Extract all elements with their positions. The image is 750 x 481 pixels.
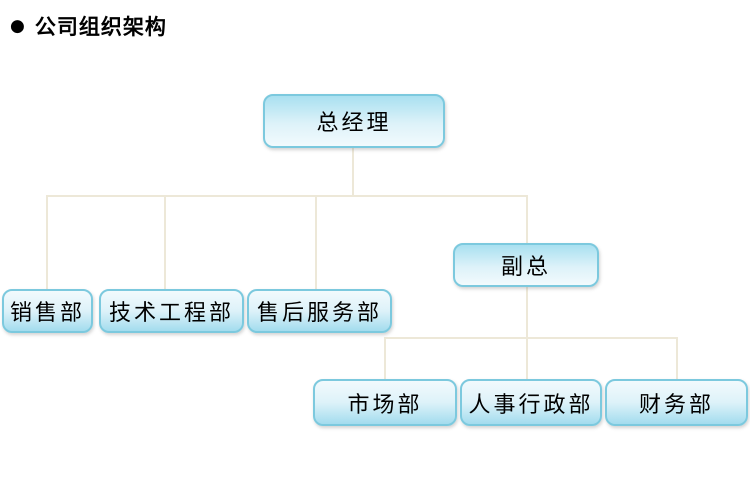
- connector-drop-tech: [164, 195, 166, 289]
- connector-drop-aftersales: [315, 195, 317, 289]
- org-node-sales-dept: 销售部: [2, 289, 93, 333]
- org-node-tech-engineering-dept: 技术工程部: [99, 289, 244, 333]
- connector-drop-deputy: [526, 195, 528, 243]
- org-node-hr-admin-dept: 人事行政部: [460, 379, 602, 426]
- org-node-marketing-dept: 市场部: [313, 379, 457, 426]
- org-node-finance-dept: 财务部: [605, 379, 748, 426]
- connector-level1-horizontal: [46, 195, 528, 197]
- connector-drop-marketing: [384, 337, 386, 379]
- page-title-text: 公司组织架构: [34, 15, 167, 39]
- org-node-general-manager: 总经理: [263, 94, 445, 148]
- bullet-icon: ●: [10, 15, 26, 36]
- connector-deputy-stem: [526, 287, 528, 379]
- connector-gm-stem: [352, 148, 354, 196]
- connector-drop-sales: [46, 195, 48, 289]
- connector-level2-horizontal: [384, 337, 678, 339]
- connector-drop-finance: [676, 337, 678, 379]
- org-node-after-sales-dept: 售后服务部: [247, 289, 392, 333]
- org-node-deputy-gm: 副总: [453, 243, 599, 287]
- page-title: ● 公司组织架构: [10, 11, 167, 41]
